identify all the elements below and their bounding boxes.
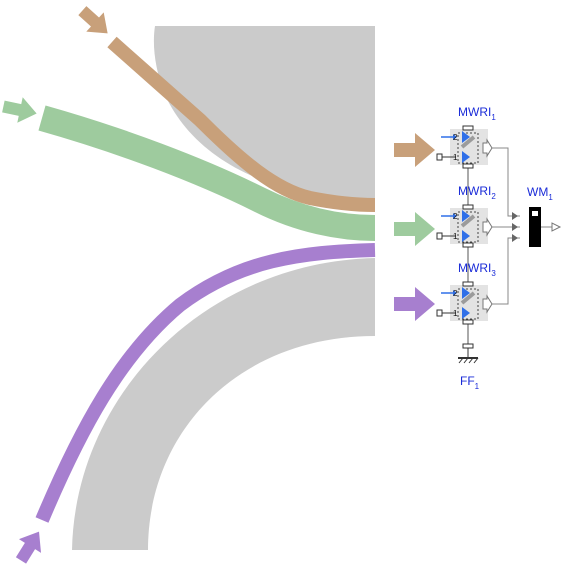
svg-text:2: 2 [453, 289, 458, 298]
mwri-1-label: MWRI1 [458, 105, 496, 122]
strand-top [107, 36, 376, 212]
strand-middle [38, 105, 376, 241]
port-icon [462, 242, 474, 248]
svg-text:2: 2 [453, 133, 458, 142]
wm-1-label: WM1 [527, 185, 553, 202]
ground-icon [458, 348, 479, 364]
ff-1[interactable]: FF1 [458, 343, 480, 391]
mwri-3[interactable]: MWRI3 2 1 [436, 261, 496, 325]
arrow-icon [394, 212, 435, 246]
port-icon [462, 319, 474, 325]
arrow-icon [394, 287, 435, 321]
port-icon [462, 281, 474, 287]
svg-text:1: 1 [453, 232, 458, 241]
port-icon [462, 163, 474, 169]
svg-text:1: 1 [453, 153, 458, 162]
port-icon [462, 125, 474, 131]
upper-roll [153, 26, 375, 200]
arrow-icon [78, 6, 108, 34]
arrow-icon [394, 133, 435, 167]
mwri-1[interactable]: MWRI1 2 1 [436, 105, 496, 169]
arrow-icon [15, 531, 42, 564]
ff-1-label: FF1 [460, 374, 480, 391]
wm-1[interactable]: WM1 [512, 185, 562, 247]
svg-text:2: 2 [453, 212, 458, 221]
strand-bottom [35, 243, 376, 523]
mwri-2-label: MWRI2 [458, 184, 496, 201]
svg-text:1: 1 [453, 309, 458, 318]
lower-roll [72, 258, 375, 550]
port-icon [462, 204, 474, 210]
mwri-3-label: MWRI3 [458, 261, 496, 278]
arrow-icon [2, 97, 37, 123]
mwri-2[interactable]: MWRI2 2 1 [436, 184, 496, 248]
port-icon [462, 343, 474, 349]
wire-out-1 [488, 147, 520, 217]
